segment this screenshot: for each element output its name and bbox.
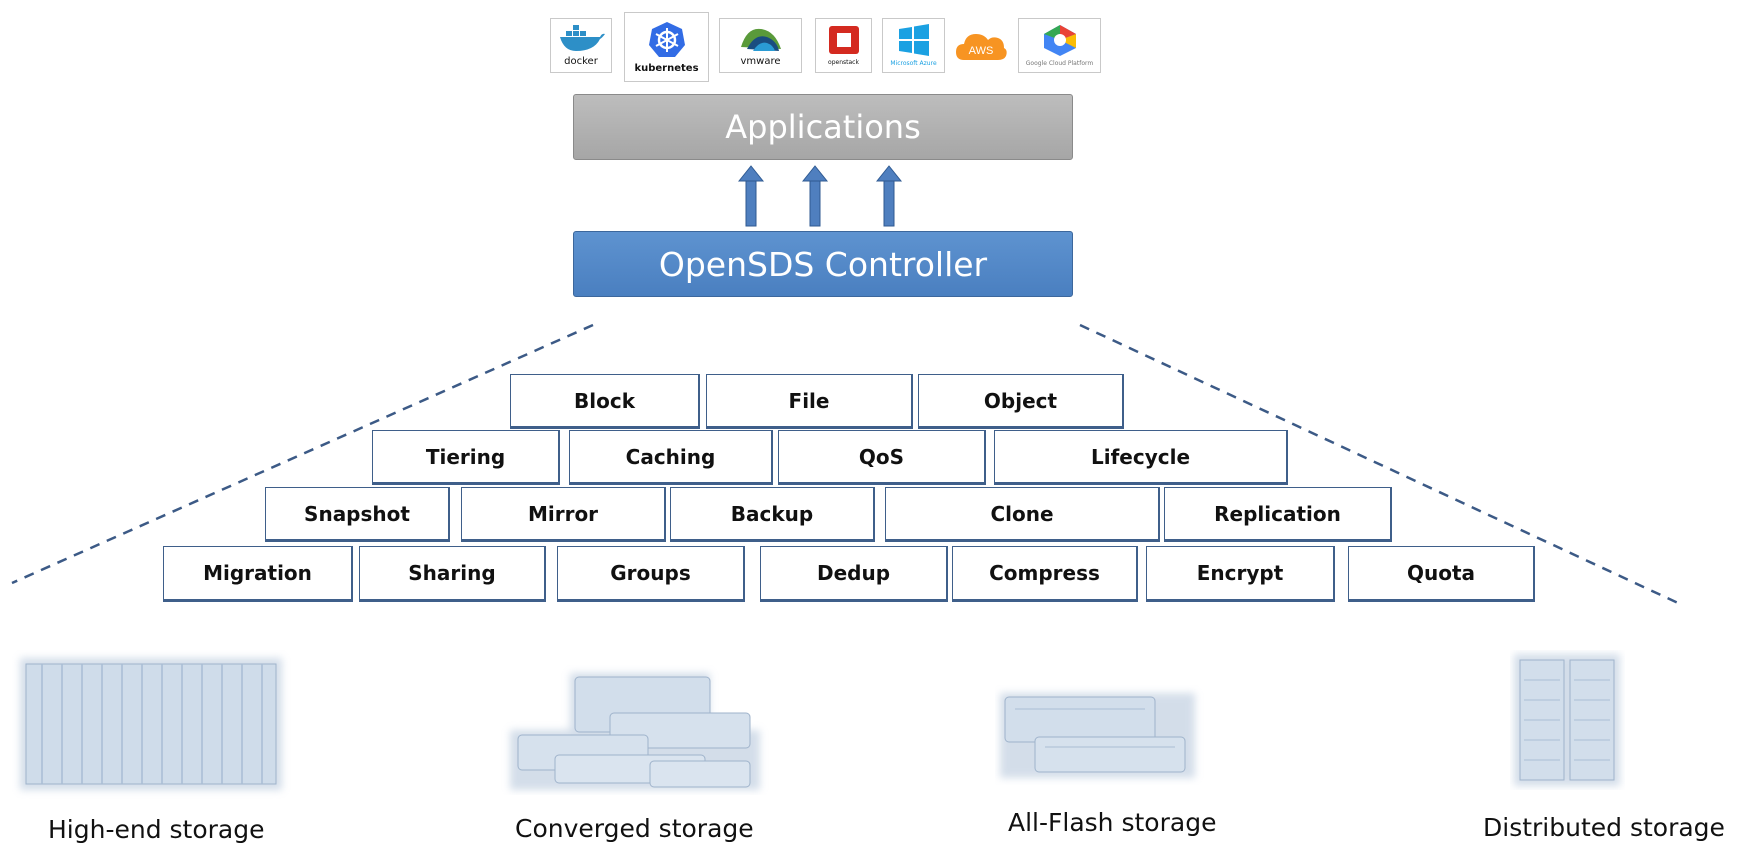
windows-icon [898,24,929,56]
storage-label-high-end: High-end storage [48,815,265,844]
aws-caption: AWS [968,45,993,57]
feature-label: Encrypt [1196,561,1284,585]
up-arrow-icon [801,165,829,227]
gcp-icon [1043,25,1076,56]
feature-label: Block [574,388,635,413]
feature-dedup: Dedup [760,546,948,602]
feature-label: Backup [730,501,814,526]
vmware-icon [740,28,781,51]
logo-openstack: openstack [815,18,872,73]
feature-tiering: Tiering [372,430,560,485]
flash-storage-icon [1000,693,1195,778]
feature-label: Clone [990,501,1054,526]
feature-label: Dedup [816,561,891,585]
feature-caching: Caching [569,430,773,485]
kubernetes-helm-icon [648,21,685,57]
feature-label: Sharing [408,561,496,585]
right-dashed-line [1079,323,1679,605]
feature-label: Groups [610,561,691,585]
logo-gcp: Google Cloud Platform [1018,18,1101,73]
controller-label: OpenSDS Controller [658,244,988,284]
docker-caption: docker [564,56,598,67]
arrows-group [737,165,903,227]
kubernetes-caption: kubernetes [634,62,699,74]
converged-storage-icon [510,673,760,790]
applications-label: Applications [725,108,921,146]
logo-docker: docker [550,18,612,73]
feature-label: Migration [203,561,312,585]
feature-mirror: Mirror [461,487,666,542]
storage-label-all-flash: All-Flash storage [1008,808,1217,837]
feature-replication: Replication [1164,487,1392,542]
logo-aws: AWS [952,18,1009,73]
feature-qos: QoS [778,430,986,485]
feature-label: Compress [989,561,1100,585]
feature-label: Tiering [425,444,506,469]
feature-clone: Clone [885,487,1160,542]
feature-label: QoS [858,444,905,469]
storage-rack-icon [20,658,282,790]
feature-label: Snapshot [304,501,410,526]
logo-vmware: vmware [719,18,802,73]
up-arrow-icon [737,165,765,227]
feature-lifecycle: Lifecycle [994,430,1288,485]
feature-compress: Compress [952,546,1138,602]
openstack-icon [828,26,859,54]
left-dashed-line [11,323,594,585]
feature-label: Replication [1214,501,1341,526]
storage-label-converged: Converged storage [515,814,754,843]
storage-label-distributed: Distributed storage [1483,813,1725,842]
feature-quota: Quota [1348,546,1535,602]
feature-object: Object [918,374,1124,429]
feature-snapshot: Snapshot [265,487,450,542]
gcp-caption: Google Cloud Platform [1025,60,1094,67]
feature-backup: Backup [670,487,875,542]
feature-label: Object [983,388,1058,413]
feature-encrypt: Encrypt [1146,546,1335,602]
feature-label: Mirror [527,501,599,526]
logo-azure: Microsoft Azure [882,18,945,73]
aws-icon: AWS [955,33,1007,60]
azure-caption: Microsoft Azure [890,60,937,67]
feature-sharing: Sharing [359,546,546,602]
feature-label: Caching [625,444,716,469]
vmware-caption: vmware [740,56,781,67]
openstack-caption: openstack [828,59,859,66]
controller-box: OpenSDS Controller [573,231,1073,297]
server-tower-icon [1514,654,1620,786]
docker-whale-icon [560,25,605,51]
feature-file: File [706,374,913,429]
feature-block: Block [510,374,700,429]
logo-kubernetes: kubernetes [624,12,709,82]
feature-migration: Migration [163,546,353,602]
feature-label: Lifecycle [1090,444,1191,469]
feature-groups: Groups [557,546,745,602]
applications-box: Applications [573,94,1073,160]
feature-label: Quota [1406,561,1476,585]
feature-label: File [788,388,830,413]
up-arrow-icon [875,165,903,227]
